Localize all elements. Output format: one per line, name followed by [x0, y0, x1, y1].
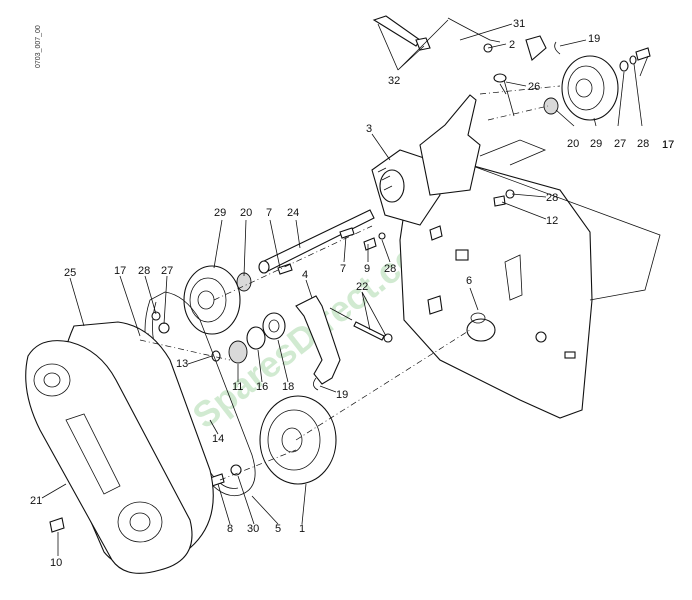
callout-19: 19: [336, 389, 348, 401]
lever-assembly: [295, 295, 393, 391]
callout-4: 4: [302, 269, 308, 281]
callout-3: 3: [366, 123, 372, 135]
pulley-top-right: [543, 47, 651, 121]
callout-labels: 31 2 19 32 26 17 3 28 20 29 27 28 17 12 …: [30, 18, 674, 569]
callout-22: 22: [356, 281, 368, 293]
callout-2: 2: [509, 39, 515, 51]
gearbox-housing: [399, 139, 661, 419]
callout-7: 7: [266, 207, 272, 219]
callout-13: 13: [176, 358, 188, 370]
callout-31: 31: [513, 18, 525, 30]
callout-24: 24: [287, 207, 299, 219]
callout-28: 28: [637, 138, 649, 150]
callout-6: 6: [466, 275, 472, 287]
leader-lines: [41, 19, 649, 556]
callout-7: 7: [340, 263, 346, 275]
callout-27: 27: [614, 138, 626, 150]
callout-5: 5: [275, 523, 281, 535]
shaft: [258, 209, 375, 275]
callout-30: 30: [247, 523, 259, 535]
callout-12: 12: [546, 215, 558, 227]
belt-cover: [25, 321, 214, 574]
callout-11: 11: [232, 381, 243, 393]
callout-17: 17: [114, 265, 126, 277]
bearings-stack: [211, 312, 286, 364]
callout-18: 18: [282, 381, 294, 393]
callout-21: 21: [30, 495, 42, 507]
callout-20: 20: [567, 138, 579, 150]
callout-17: 17: [662, 139, 674, 151]
callout-26: 26: [528, 81, 540, 93]
callout-1: 1: [299, 523, 305, 535]
callout-14: 14: [212, 433, 224, 445]
callout-28: 28: [546, 192, 558, 204]
callout-28: 28: [138, 265, 150, 277]
pulley-mid-left: [183, 265, 252, 335]
callout-16: 16: [256, 381, 268, 393]
callout-20: 20: [240, 207, 252, 219]
callout-32: 32: [388, 75, 400, 87]
callout-25: 25: [64, 267, 76, 279]
callout-8: 8: [227, 523, 233, 535]
top-linkage: [372, 15, 561, 117]
callout-29: 29: [214, 207, 226, 219]
callout-9: 9: [364, 263, 370, 275]
pulley-bottom: [259, 395, 337, 485]
callout-28: 28: [384, 263, 396, 275]
drawing-code: 0703_007_00: [35, 25, 42, 68]
callout-19: 19: [588, 33, 600, 45]
callout-27: 27: [161, 265, 173, 277]
callout-17: 17: [662, 139, 674, 151]
callout-10: 10: [50, 557, 62, 569]
callout-29: 29: [590, 138, 602, 150]
bracket-plate: [371, 94, 481, 226]
